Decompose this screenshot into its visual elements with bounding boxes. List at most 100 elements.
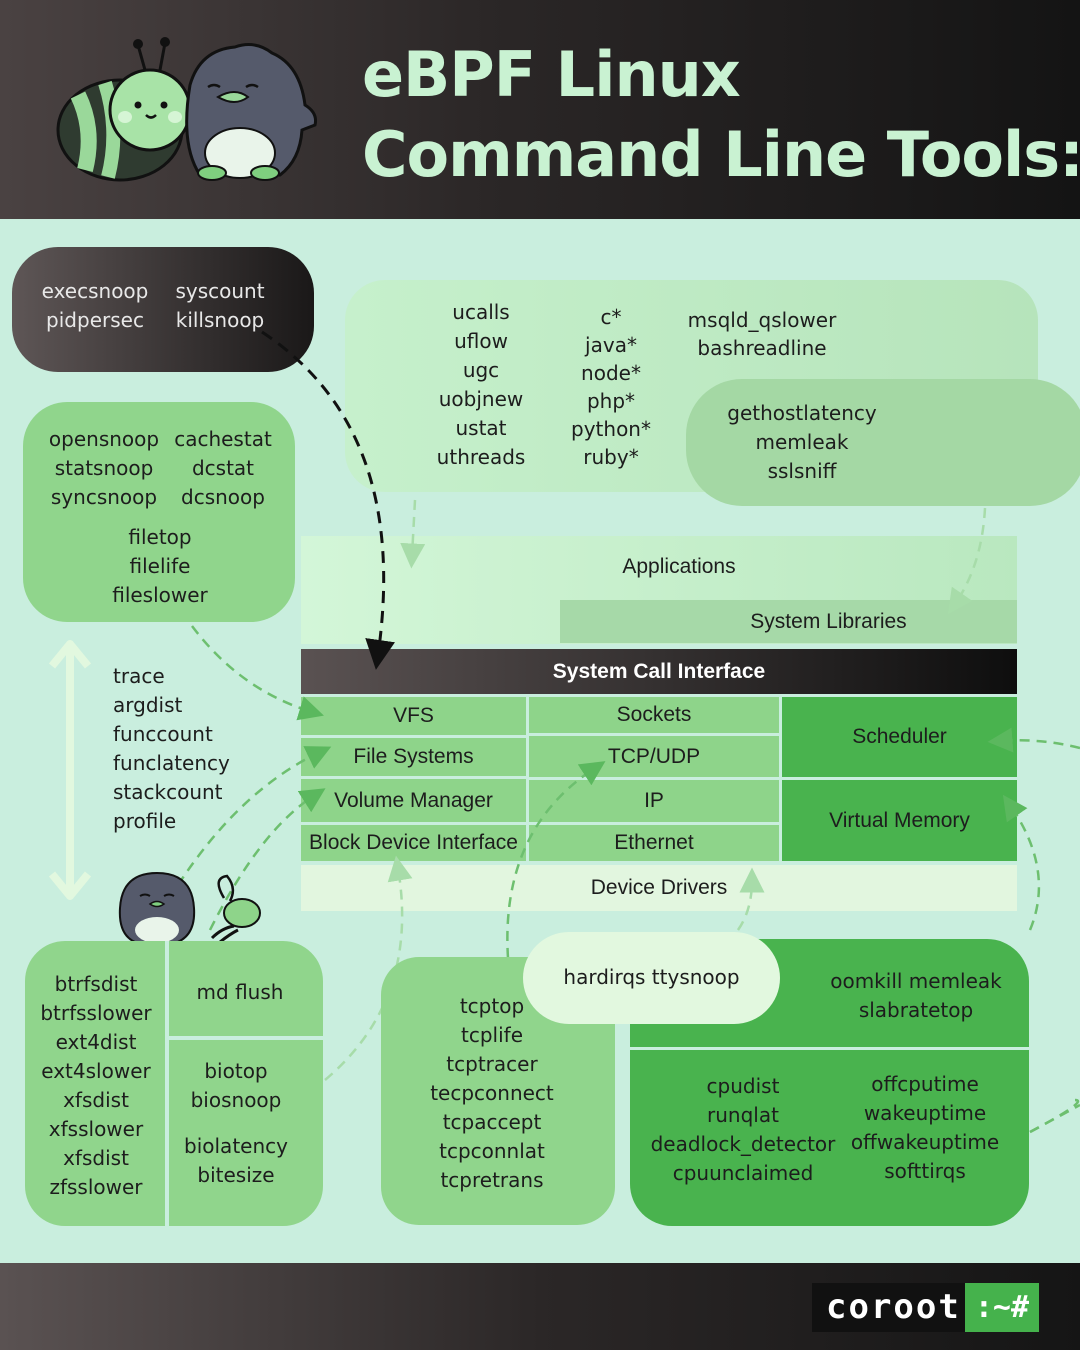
tool-btrfsslower: btrfsslower (40, 1001, 152, 1025)
tool-uflow: uflow (454, 329, 508, 353)
tool-memleak: memleak (755, 430, 849, 454)
fs-tools-right: cachestat dcstat dcsnoop (164, 425, 282, 512)
tool-fileslower: fileslower (112, 583, 208, 607)
mem-tools: oomkill memleak slabratetop (810, 967, 1022, 1025)
tool-pidpersec: pidpersec (46, 308, 144, 332)
arrow-fs-to-vfs (191, 625, 324, 721)
tool-trace: trace (113, 664, 165, 688)
tool-filelife: filelife (129, 554, 191, 578)
runtime-tools-col3: msqld_qslower bashreadline (672, 306, 852, 362)
tool-uthreads: uthreads (436, 445, 526, 469)
tool-tecpconnect: tecpconnect (430, 1081, 554, 1105)
lib-tools: gethostlatency memleak sslsniff (712, 399, 892, 486)
tool-funccount: funccount (113, 722, 213, 746)
coroot-logo: coroot :~# (812, 1283, 1040, 1332)
sockets-label: Sockets (616, 703, 692, 726)
tool-dcsnoop: dcsnoop (181, 485, 265, 509)
process-tools-right: syscount killsnoop (158, 277, 282, 335)
process-tools-left: execsnoop pidpersec (30, 277, 160, 335)
lib-tools-panel (686, 379, 1080, 506)
vfs-label: VFS (393, 704, 434, 727)
small-mascots (118, 871, 261, 945)
tool-java: java* (585, 333, 637, 357)
tool-argdist: argdist (113, 693, 183, 717)
generic-tools-list: trace argdist funccount funclatency stac… (113, 662, 230, 836)
tool-syscount: syscount (175, 279, 265, 303)
tool-tcpaccept: tcpaccept (442, 1110, 542, 1134)
file-systems-label: File Systems (353, 745, 474, 768)
tool-biolatency: biolatency (184, 1134, 288, 1158)
device-drivers-label: Device Drivers (590, 876, 728, 899)
syscall-label: System Call Interface (552, 659, 766, 683)
tool-slabratetop: slabratetop (858, 998, 974, 1022)
tool-ustat: ustat (455, 416, 507, 440)
layer-syscall-interface: System Call Interface (301, 649, 1017, 694)
layer-tcp-udp: TCP/UDP (529, 736, 779, 777)
layer-sockets: Sockets (529, 697, 779, 733)
fs-dist-tools: btrfsdist btrfsslower ext4dist ext4slowe… (25, 970, 167, 1202)
logo-word: coroot (826, 1287, 961, 1327)
tool-msqld-qslower: msqld_qslower (687, 308, 837, 332)
tool-profile: profile (113, 809, 177, 833)
penguin-mascot (185, 43, 317, 181)
tool-funclatency: funclatency (113, 751, 230, 775)
tool-btrfsdist: btrfsdist (54, 972, 138, 996)
layer-scheduler: Scheduler (782, 697, 1017, 777)
tool-tcptop: tcptop (459, 994, 525, 1018)
tool-wakeuptime: wakeuptime (863, 1101, 987, 1125)
logo-prompt: :~# (964, 1283, 1040, 1332)
volume-manager-label: Volume Manager (334, 788, 493, 812)
tool-ext4dist: ext4dist (55, 1030, 137, 1054)
arrow-cpu-curve (1029, 1103, 1080, 1134)
ethernet-label: Ethernet (614, 831, 694, 854)
title-line-1: eBPF Linux (362, 38, 741, 111)
tool-bitesize: bitesize (197, 1163, 275, 1187)
layer-virtual-memory: Virtual Memory (782, 780, 1017, 861)
tool-deadlock-detector: deadlock_detector (650, 1132, 836, 1156)
tool-gethostlatency: gethostlatency (727, 401, 877, 425)
arrow-md-to-volume (208, 788, 326, 931)
tool-ucalls: ucalls (452, 300, 510, 324)
tool-ugc: ugc (462, 358, 500, 382)
tool-zfsslower: zfsslower (49, 1175, 143, 1199)
cpu-tools-right: offcputime wakeuptime offwakeuptime soft… (846, 1070, 1004, 1186)
block-device-label: Block Device Interface (309, 831, 518, 854)
small-bee-icon (210, 874, 261, 944)
bee-mascot (56, 37, 192, 182)
tool-opensnoop: opensnoop (48, 427, 160, 451)
small-penguin-icon (118, 871, 196, 945)
tool-statsnoop: statsnoop (54, 456, 154, 480)
tool-cachestat: cachestat (174, 427, 272, 451)
tool-xfsdist: xfsdist (63, 1088, 129, 1112)
fs-tools-panel (23, 402, 295, 622)
tool-offcputime: offcputime (871, 1072, 979, 1096)
arrow-lib-to-syslibs (947, 507, 987, 615)
tool-node: node* (581, 361, 641, 385)
layer-system-libraries: System Libraries (560, 600, 1017, 643)
block-tools-bottom: biolatency bitesize (168, 1132, 304, 1190)
layer-block-device: Block Device Interface (301, 825, 526, 861)
layer-device-drivers: Device Drivers (301, 865, 1017, 911)
tool-offwakeuptime: offwakeuptime (850, 1130, 1000, 1154)
tool-xfsdist-2: xfsdist (63, 1146, 129, 1170)
net-tools: tcptop tcplife tcptracer tecpconnect tcp… (400, 992, 584, 1195)
tool-execsnoop: execsnoop (41, 279, 149, 303)
arrow-net-to-tcp (506, 761, 606, 959)
arrow-mem-to-vm (1010, 805, 1080, 1134)
tool-ruby: ruby* (583, 445, 639, 469)
fs-tools-left: opensnoop statsnoop syncsnoop (38, 425, 170, 512)
tool-softtirqs: softtirqs (884, 1159, 966, 1183)
tool-filetop: filetop (128, 525, 192, 549)
tool-uobjnew: uobjnew (438, 387, 524, 411)
tcp-udp-label: TCP/UDP (607, 744, 701, 768)
arrow-irq-to-drivers (736, 867, 765, 931)
tool-killsnoop: killsnoop (175, 308, 265, 332)
ip-label: IP (644, 789, 664, 812)
layer-file-systems: File Systems (301, 738, 526, 776)
tool-biosnoop: biosnoop (190, 1088, 282, 1112)
scheduler-label: Scheduler (852, 725, 947, 748)
runtime-tools-col2: c* java* node* php* python* ruby* (556, 303, 666, 471)
tool-cpudist: cpudist (706, 1074, 780, 1098)
block-tools-panel (25, 941, 323, 1226)
system-libraries-label: System Libraries (750, 609, 907, 633)
